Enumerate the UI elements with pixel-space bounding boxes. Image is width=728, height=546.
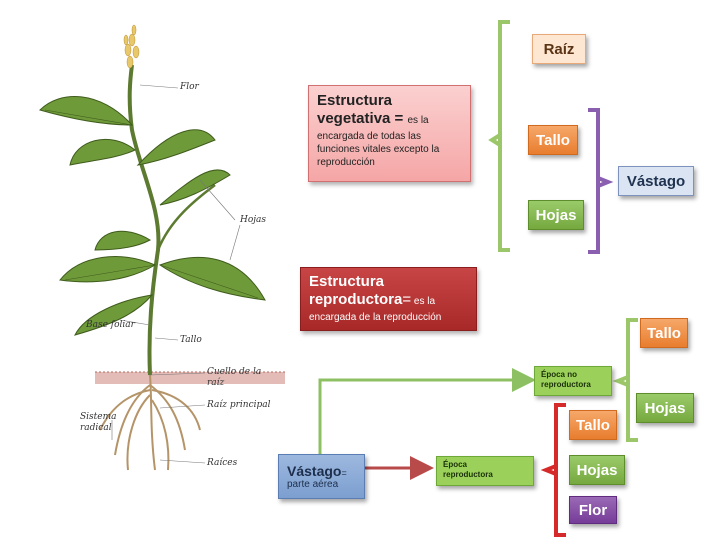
rep-desc-a: es la bbox=[411, 296, 436, 307]
vastago-line: Vástago= bbox=[287, 463, 347, 479]
rep-desc-b: encargada de la reproducción bbox=[309, 312, 442, 323]
rep-title-2: reproductora bbox=[309, 291, 403, 308]
tallo-box-no-reproductora: Tallo bbox=[640, 318, 688, 348]
tallo-box: Tallo bbox=[528, 125, 578, 155]
bottom-connectors bbox=[318, 318, 638, 537]
label-cuello-2: raíz bbox=[207, 378, 225, 388]
vastago-box: Vástago bbox=[618, 166, 694, 196]
epoca-1: Época bbox=[443, 460, 468, 469]
vastago-eq: = bbox=[341, 468, 347, 478]
veg-desc-b: encargada de todas las funciones vitales… bbox=[317, 131, 440, 168]
label-sistema: Sistema bbox=[80, 412, 117, 422]
vastago-parte-aerea-box: Vástago= parte aérea bbox=[278, 454, 365, 499]
rep-eq: = bbox=[402, 291, 412, 308]
label-cuello: Cuello de la bbox=[207, 367, 262, 377]
hojas-box: Hojas bbox=[528, 200, 584, 230]
epoca-2: reproductora bbox=[443, 470, 493, 479]
label-flor: Flor bbox=[180, 82, 199, 92]
label-raiz-principal: Raíz principal bbox=[207, 400, 271, 410]
top-brackets bbox=[488, 20, 614, 254]
estructura-reproductora-box: Estructura reproductora= es la encargada… bbox=[300, 267, 477, 331]
rep-title-1: Estructura bbox=[309, 273, 385, 290]
epoca-no-2: reproductora bbox=[541, 380, 591, 389]
veg-title-1: Estructura bbox=[317, 92, 393, 109]
epoca-no-1: Época no bbox=[541, 370, 578, 379]
epoca-reproductora-box: Época reproductora bbox=[436, 456, 534, 486]
label-tallo: Tallo bbox=[180, 335, 202, 345]
veg-eq: = bbox=[390, 110, 408, 127]
raiz-box: Raíz bbox=[532, 34, 586, 64]
hojas-box-no-reproductora: Hojas bbox=[636, 393, 694, 423]
estructura-vegetativa-box: Estructura vegetativa = es la encargada … bbox=[308, 85, 471, 182]
hojas-box-reproductora: Hojas bbox=[569, 455, 625, 485]
label-base-foliar: Base foliar bbox=[86, 320, 135, 330]
veg-desc-a: es la bbox=[407, 115, 429, 126]
label-raices: Raíces bbox=[207, 458, 238, 468]
vastago-label: Vástago bbox=[287, 463, 342, 479]
rep-title-line: reproductora= es la bbox=[309, 291, 468, 311]
epoca-no-reproductora-box: Época no reproductora bbox=[534, 366, 612, 396]
plant-illustration bbox=[39, 24, 285, 471]
label-hojas: Hojas bbox=[240, 215, 267, 225]
veg-title-2: vegetativa bbox=[317, 110, 391, 127]
tallo-box-reproductora: Tallo bbox=[569, 410, 617, 440]
label-radical: radical bbox=[80, 423, 112, 433]
vastago-desc: parte aérea bbox=[287, 479, 339, 490]
veg-title-line: vegetativa = es la bbox=[317, 110, 462, 130]
flor-box: Flor bbox=[569, 496, 617, 524]
